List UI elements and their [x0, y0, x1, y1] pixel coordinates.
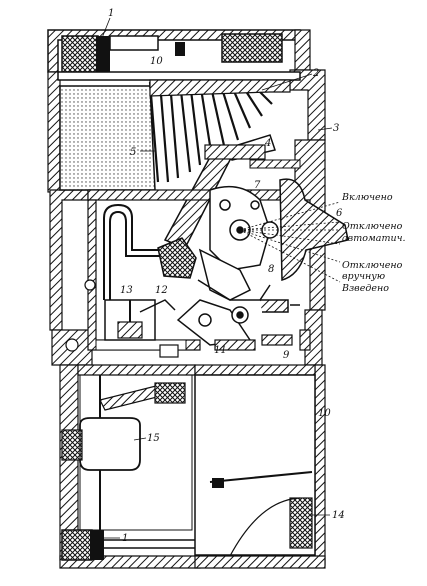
current-lead — [103, 203, 170, 300]
label-off-auto-2: автоматич. — [342, 233, 406, 244]
coil-15 — [61, 417, 141, 530]
callout-10-top: 10 — [150, 56, 163, 67]
top-winding — [221, 33, 283, 63]
terminal-bottom — [61, 529, 200, 561]
bolts — [65, 279, 311, 358]
callout-5: 5 — [130, 147, 136, 158]
callout-12: 12 — [155, 285, 168, 296]
callout-3: 3 — [333, 123, 339, 134]
callout-11: 11 — [214, 345, 227, 356]
label-off-manual-2: вручную — [342, 271, 385, 282]
position-labels: Включено Отключено автоматич. Отключено … — [341, 192, 406, 294]
callout-13: 13 — [120, 285, 133, 296]
callout-labels: 1 10 2 3 4 5 6 7 8 9 11 12 13 10 14 15 1 — [101, 8, 345, 544]
callout-7: 7 — [254, 180, 261, 191]
lower-compartment — [194, 374, 316, 557]
callout-1-bottom: 1 — [122, 533, 128, 544]
label-on: Включено — [341, 192, 393, 203]
callout-6: 6 — [336, 208, 343, 219]
position-leaders — [239, 201, 341, 283]
terminal-top — [61, 35, 185, 73]
callout-9: 9 — [283, 350, 290, 361]
contact-block — [157, 237, 197, 279]
callout-1-top: 1 — [108, 8, 114, 19]
callout-8: 8 — [268, 264, 274, 275]
callout-2: 2 — [312, 68, 319, 79]
housing-walls — [47, 29, 326, 569]
label-off-auto-1: Отключено — [342, 221, 403, 232]
callout-15: 15 — [147, 433, 160, 444]
callout-14: 14 — [332, 510, 345, 521]
callout-4: 4 — [264, 138, 271, 149]
trip-unit — [104, 299, 176, 341]
label-off-manual-1: Отключено — [342, 260, 403, 271]
lower-link — [99, 375, 186, 420]
label-cocked: Взведено — [341, 283, 389, 294]
arc-chute-housing — [59, 85, 156, 191]
callout-10-right: 10 — [318, 408, 331, 419]
